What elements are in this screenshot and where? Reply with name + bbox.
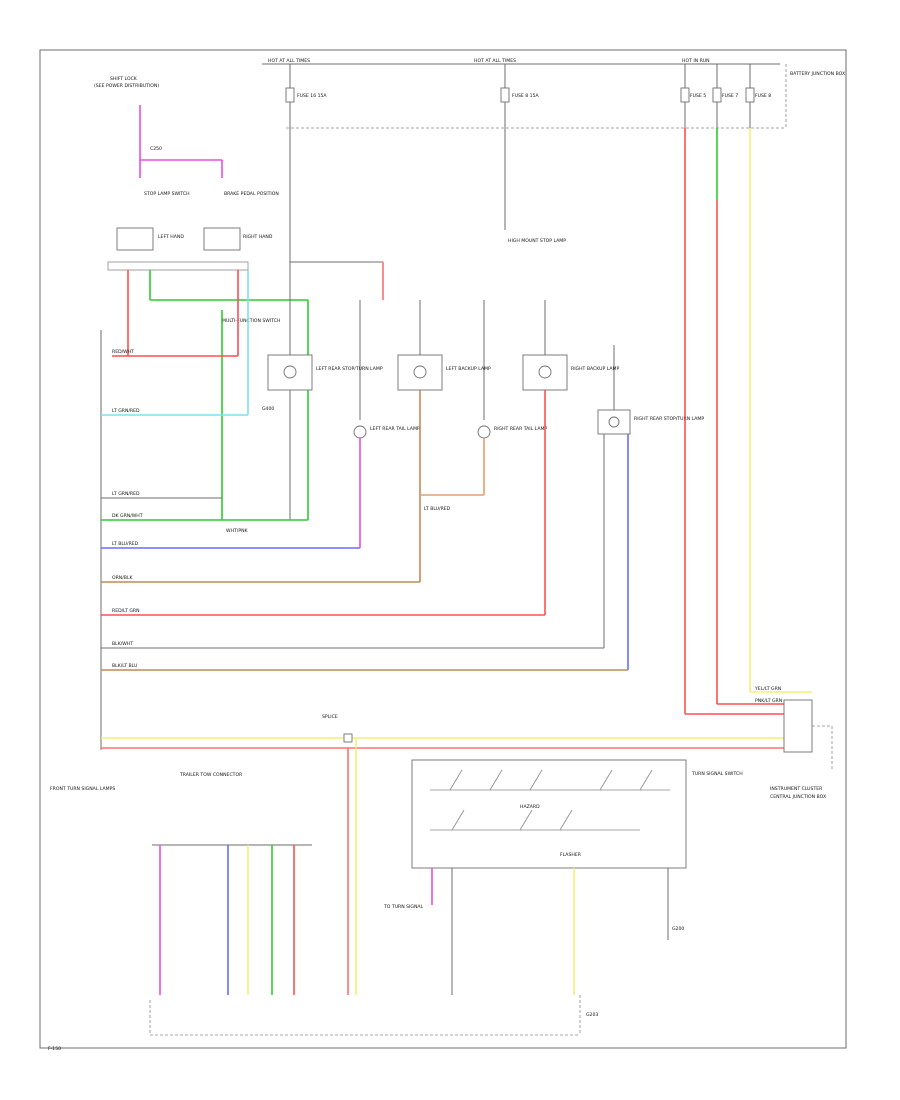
right-switch-box xyxy=(203,227,241,251)
wire-label-1: LT GRN/RED xyxy=(112,408,140,414)
wire-label-13: PNK/LT GRN xyxy=(755,698,782,704)
fuse-8-symbol xyxy=(500,87,510,103)
wire-label-10: BLK/WHT xyxy=(112,641,133,647)
central-junction-box xyxy=(783,699,813,753)
wire-label-3: LT GRN/RED xyxy=(112,491,140,497)
right-switch-label: RIGHT HAND xyxy=(243,234,273,240)
trailer-tow-label: TRAILER TOW CONNECTOR xyxy=(179,772,243,778)
fuse-r2-label: FUSE 7 xyxy=(722,93,738,99)
wire-label-7: LT BLU/RED xyxy=(424,506,451,512)
page-tag: F-150 xyxy=(48,1046,61,1052)
fuse-r1-label: FUSE 5 xyxy=(690,93,706,99)
wire-label-5: WHT/PNK xyxy=(226,528,249,534)
splice-label: SPLICE xyxy=(322,714,338,720)
fuse-r3-label: FUSE 8 xyxy=(755,93,771,99)
left-switch-label: LEFT HAND xyxy=(158,234,184,240)
fuse-8b-symbol xyxy=(745,87,755,103)
ground-label: G400 xyxy=(262,406,274,412)
shift-lock-sub: (SEE POWER DISTRIBUTION) xyxy=(94,83,159,89)
feed-left-label: HOT AT ALL TIMES xyxy=(268,58,310,64)
switch-label-2: BRAKE PEDAL POSITION xyxy=(224,191,279,197)
wire-label-2: RED/WHT xyxy=(112,349,134,355)
switch-label-1: STOP LAMP SWITCH xyxy=(144,191,190,197)
left-rear-tail-lamp xyxy=(353,425,367,439)
wire-label-6: DK GRN/WHT xyxy=(112,513,143,519)
fuse-16-symbol xyxy=(285,87,295,103)
lamp5-label: LEFT REAR TAIL LAMP xyxy=(370,426,420,432)
lamp-bulb-icon xyxy=(608,416,620,428)
stop-lamp-switch-section: SHIFT LOCK (SEE POWER DISTRIBUTION) C250… xyxy=(94,76,309,520)
wire-label-8: ORN/BLK xyxy=(112,575,134,581)
signal-label: TO TURN SIGNAL xyxy=(383,904,424,910)
hi-mount-label: HIGH MOUNT STOP LAMP xyxy=(508,238,566,244)
fuse-5-symbol xyxy=(680,87,690,103)
connector-label: C250 xyxy=(150,146,162,152)
relay-label: MULTI-FUNCTION SWITCH xyxy=(222,318,280,324)
ground-right-label: G200 xyxy=(672,926,684,932)
hazard-label: HAZARD xyxy=(520,804,540,810)
fuse-panel-label: BATTERY JUNCTION BOX xyxy=(790,71,845,77)
right-module-note: INSTRUMENT CLUSTER xyxy=(770,786,823,792)
turn-signal-switch-box xyxy=(411,759,687,869)
lamp3-label: RIGHT BACKUP LAMP xyxy=(571,366,620,372)
switch-connector-strip xyxy=(107,261,249,271)
lamp1-label: LEFT REAR STOP/TURN LAMP xyxy=(316,366,383,372)
left-switch-box xyxy=(116,227,154,251)
lamp6-label: RIGHT REAR TAIL LAMP xyxy=(494,426,547,432)
wire-label-9: RED/LT GRN xyxy=(112,608,140,614)
feed-right-label: HOT IN RUN xyxy=(682,58,710,64)
splice-node xyxy=(343,733,353,743)
wire-label-12: YEL/LT GRN xyxy=(754,686,781,692)
lamp-bulb-icon xyxy=(283,365,297,379)
wire-label-11: BLK/LT BLU xyxy=(112,663,137,669)
fuse-7-symbol xyxy=(712,87,722,103)
shift-lock-label: SHIFT LOCK xyxy=(110,76,138,82)
switch-box-label: TURN SIGNAL SWITCH xyxy=(691,771,743,777)
lamp2-label: LEFT BACKUP LAMP xyxy=(446,366,491,372)
lamp-bulb-icon xyxy=(413,365,427,379)
right-feed-wires: YEL/LT GRN PNK/LT GRN xyxy=(684,128,812,715)
fuse-feed: HOT AT ALL TIMES HOT AT ALL TIMES HOT IN… xyxy=(262,58,845,129)
diagram-frame xyxy=(39,49,847,1049)
ground-bottom-label: G203 xyxy=(586,1012,598,1018)
right-module-label: CENTRAL JUNCTION BOX xyxy=(770,794,826,800)
left-module-note: FRONT TURN SIGNAL LAMPS xyxy=(50,786,115,792)
right-rear-tail-lamp xyxy=(477,425,491,439)
wire-label-4: LT BLU/RED xyxy=(112,541,139,547)
rear-lamps: HIGH MOUNT STOP LAMP LEFT REAR STOP/TURN… xyxy=(262,128,704,670)
return-wires: LT GRN/RED RED/WHT LT GRN/RED DK GRN/WHT… xyxy=(101,349,628,671)
lamp-bulb-icon xyxy=(538,365,552,379)
lamp4-label: RIGHT REAR STOP/TURN LAMP xyxy=(634,416,704,422)
bottom-section: SPLICE FRONT TURN SIGNAL LAMPS INSTRUMEN… xyxy=(48,699,833,1052)
fuse-left-label: FUSE 16 15A xyxy=(297,93,327,99)
flasher-label: FLASHER xyxy=(560,852,582,858)
feed-mid-label: HOT AT ALL TIMES xyxy=(474,58,516,64)
fuse-mid-label: FUSE 8 15A xyxy=(512,93,540,99)
